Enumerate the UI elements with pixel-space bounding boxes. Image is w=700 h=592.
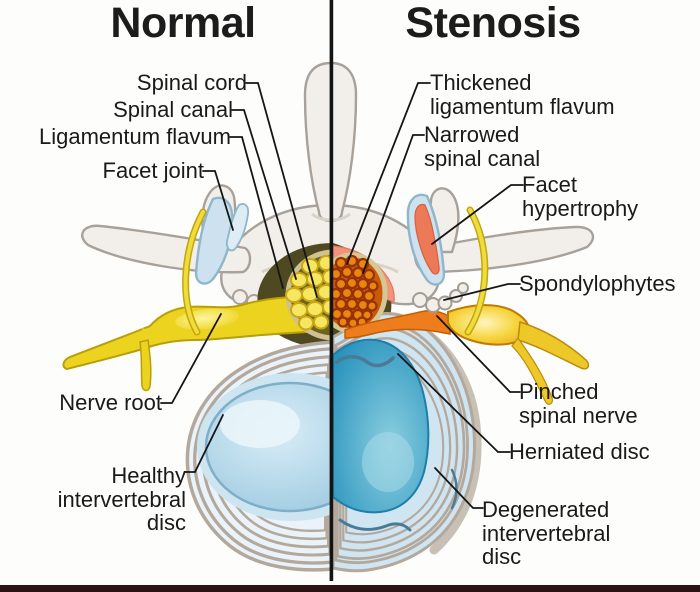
leader-nerve-root	[160, 313, 222, 404]
spondylophytes-bumps	[412, 282, 469, 313]
right-panel-title: Stenosis	[405, 0, 581, 47]
left-panel-title: Normal	[110, 0, 256, 47]
label-healthy-disc: Healthy intervertebral disc	[57, 463, 186, 536]
label-nerve-root: Nerve root	[59, 390, 162, 415]
nerve-root-left	[62, 208, 321, 392]
annular-tears	[335, 355, 458, 532]
dorsal-root-left	[182, 208, 207, 336]
leader-thickened-flavum	[346, 82, 431, 265]
leader-ligamentum-flavum	[229, 136, 284, 289]
compressed-nerve-fibers	[331, 254, 379, 329]
label-herniated-disc: Herniated disc	[509, 439, 650, 464]
leader-healthy-disc	[184, 414, 224, 473]
facet-joint-right-hypertrophy	[406, 193, 446, 286]
leader-facet-hypertrophy	[431, 184, 524, 245]
label-spinal-canal: Spinal canal	[113, 97, 233, 122]
leader-degenerated-disc	[434, 467, 484, 509]
leader-narrowed-canal	[362, 134, 425, 274]
leader-herniated-disc	[397, 353, 511, 453]
label-spondylophytes: Spondylophytes	[519, 271, 676, 296]
label-facet-hypertrophy: Facet hypertrophy	[522, 172, 639, 221]
label-narrowed-spinal-canal: Narrowed spinal canal	[424, 122, 541, 171]
pinched-spinal-nerve	[344, 206, 590, 405]
healthy-disc	[185, 340, 332, 572]
leader-spinal-canal	[231, 109, 297, 280]
label-pinched-spinal-nerve: Pinched spinal nerve	[519, 379, 638, 428]
nucleus-highlight	[220, 400, 300, 448]
leader-spondylophytes	[443, 283, 521, 301]
label-spinal-cord: Spinal cord	[136, 70, 247, 95]
herniated-nucleus-highlight	[362, 432, 414, 492]
degenerated-disc	[331, 312, 482, 573]
label-degenerated-disc: Degenerated intervertebral disc	[482, 497, 611, 570]
leader-pinched-nerve	[436, 315, 521, 393]
footer-bar	[0, 585, 700, 592]
label-facet-joint: Facet joint	[102, 158, 205, 183]
spinal-canal-right-narrowed	[331, 252, 388, 334]
label-thickened-ligamentum-flavum: Thickened ligamentum flavum	[430, 70, 615, 119]
facet-joint-left	[194, 196, 250, 285]
dorsal-root-right	[464, 206, 489, 336]
leader-facet-joint	[202, 170, 234, 231]
center-divider-line	[329, 0, 334, 581]
label-ligamentum-flavum: Ligamentum flavum	[39, 124, 231, 149]
leader-lines	[160, 82, 524, 509]
leader-spinal-cord	[245, 82, 318, 298]
